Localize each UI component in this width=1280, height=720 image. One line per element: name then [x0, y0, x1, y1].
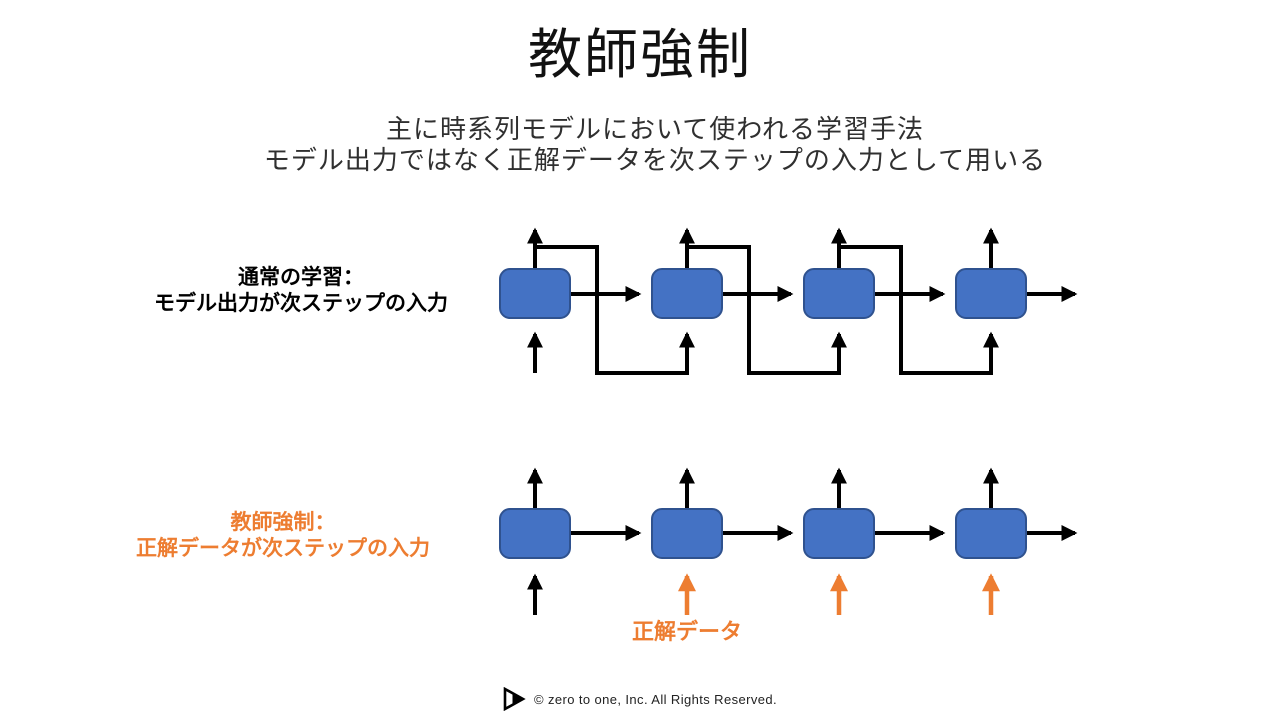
rnn-cell: [955, 268, 1027, 319]
normal-training-label-line-2: モデル出力が次ステップの入力: [154, 292, 448, 315]
subtitle-line-1: 主に時系列モデルにおいて使われる学習手法: [386, 114, 924, 144]
normal-training-diagram: [499, 227, 1078, 375]
normal-training-label-line-1: 通常の学習：: [238, 266, 364, 289]
feedback-connector: [687, 245, 847, 375]
footer: © zero to one, Inc. All Rights Reserved.: [0, 687, 1280, 711]
teacher-forcing-diagram: [499, 467, 1078, 615]
rnn-cell: [651, 268, 723, 319]
rnn-cell: [651, 508, 723, 559]
rnn-cell: [499, 268, 571, 319]
page-title: 教師強制: [528, 25, 752, 85]
teacher-forcing-label-line-2: 正解データが次ステップの入力: [136, 537, 430, 560]
rnn-cell: [499, 508, 571, 559]
subtitle-line-2: モデル出力ではなく正解データを次ステップの入力として用いる: [263, 145, 1047, 175]
ground-truth-label: 正解データ: [631, 619, 742, 644]
subtitle: 主に時系列モデルにおいて使われる学習手法 モデル出力ではなく正解データを次ステッ…: [30, 114, 1280, 176]
teacher-forcing-label: 教師強制： 正解データが次ステップの入力: [98, 510, 468, 562]
rnn-cell: [955, 508, 1027, 559]
logo-triangle-fill: [512, 693, 523, 705]
copyright-text: © zero to one, Inc. All Rights Reserved.: [533, 691, 778, 707]
normal-training-label: 通常の学習： モデル出力が次ステップの入力: [112, 265, 490, 317]
zero-to-one-play-logo-icon: [503, 687, 526, 711]
teacher-forcing-label-line-1: 教師強制：: [230, 511, 336, 534]
rnn-cell: [803, 508, 875, 559]
feedback-connector: [535, 245, 695, 375]
rnn-cell: [803, 268, 875, 319]
feedback-connector: [839, 245, 999, 375]
